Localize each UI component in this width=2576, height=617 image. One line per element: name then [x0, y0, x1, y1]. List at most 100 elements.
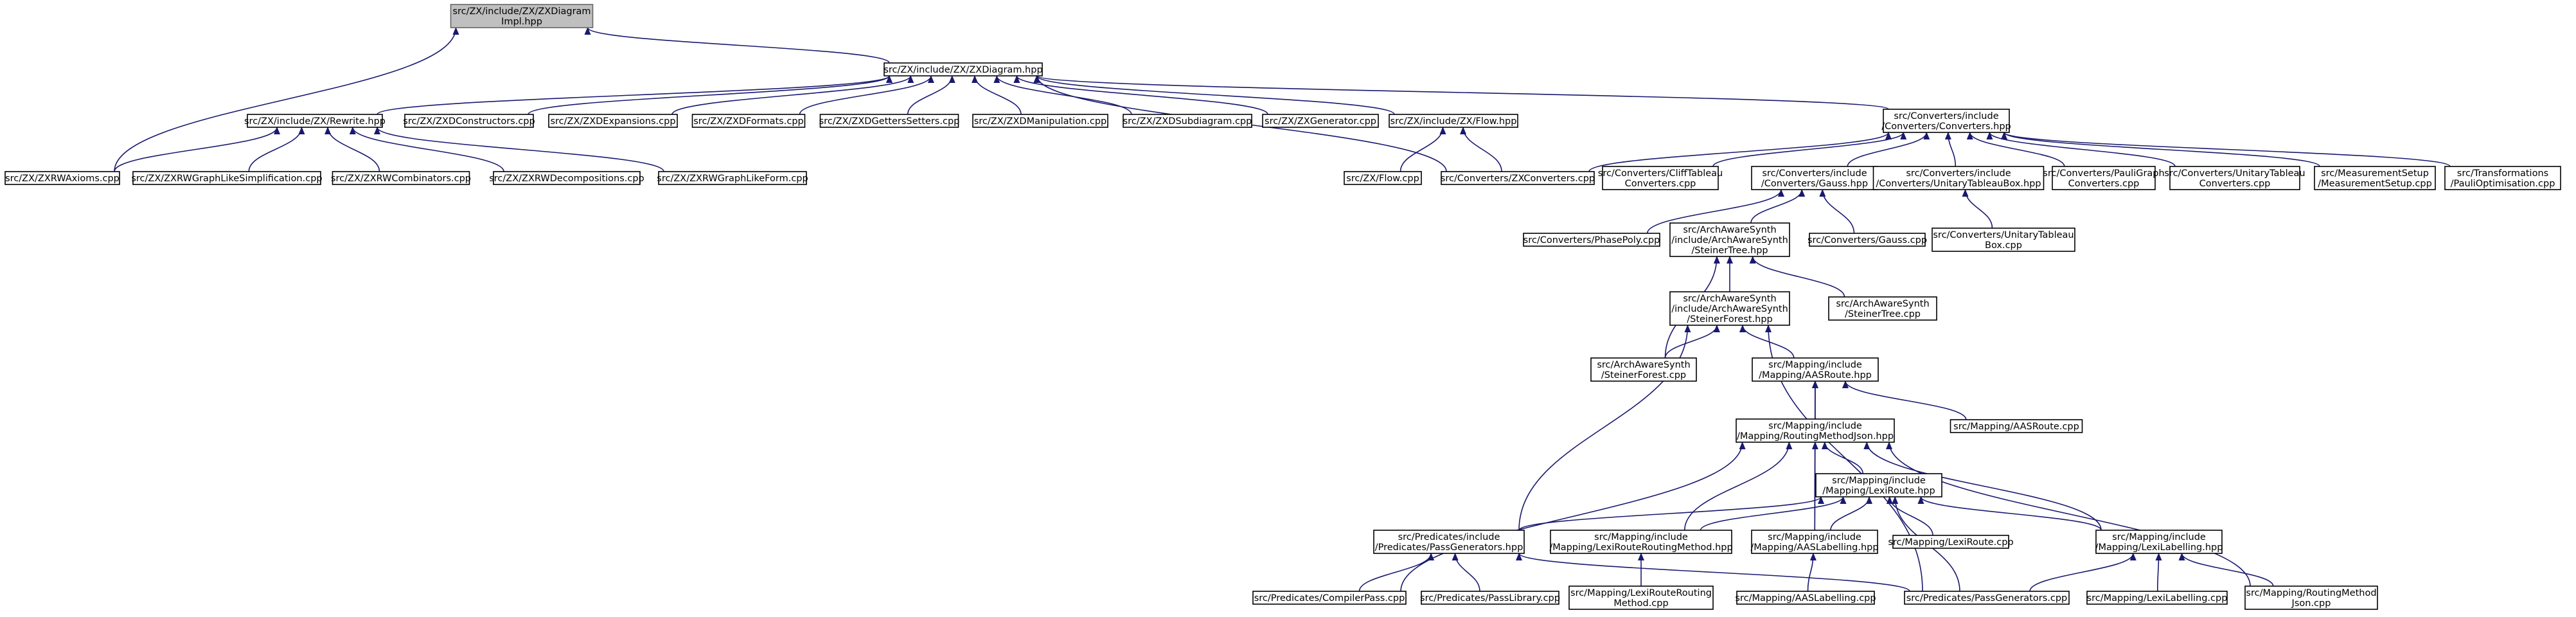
node-label-line: src/ArchAwareSynth — [1836, 299, 1929, 309]
node-zxd-getters[interactable]: src/ZX/ZXDGettersSetters.cpp — [819, 114, 960, 128]
edge-unitarytableau_conv-to-converters_hpp — [1986, 132, 2176, 167]
node-converters-hpp[interactable]: src/Converters/include/Converters/Conver… — [1881, 109, 2011, 133]
node-box — [1123, 114, 1252, 128]
node-aaslabelling-hpp[interactable]: src/Mapping/include/Mapping/AASLabelling… — [1750, 530, 1879, 554]
node-phasepoly-cpp[interactable]: src/Converters/PhasePoly.cpp — [1523, 233, 1660, 247]
node-measurementsetup[interactable]: src/MeasurementSetup/MeasurementSetup.cp… — [2314, 166, 2436, 190]
node-zxd-constructors[interactable]: src/ZX/ZXDConstructors.cpp — [403, 114, 535, 128]
node-gauss-hpp[interactable]: src/Converters/include/Converters/Gauss.… — [1751, 166, 1878, 190]
node-label-line: src/ZX/Flow.cpp — [1346, 174, 1419, 184]
node-box — [1736, 591, 1875, 605]
node-zxd-formats[interactable]: src/ZX/ZXDFormats.cpp — [691, 114, 806, 128]
node-label-line: /PauliOptimisation.cpp — [2451, 179, 2555, 189]
node-zxconverters-cpp[interactable]: src/Converters/ZXConverters.cpp — [1441, 171, 1595, 185]
node-box — [2314, 166, 2436, 190]
node-label-line: src/Predicates/include — [1398, 532, 1500, 542]
node-zxrw-graphlike-simpl[interactable]: src/ZX/ZXRWGraphLikeSimplification.cpp — [131, 171, 323, 185]
edge-aasroute_hpp-to-steinerforest_hpp — [1739, 325, 1795, 359]
node-lexiroute-cpp[interactable]: src/Mapping/LexiRoute.cpp — [1888, 535, 2014, 549]
node-box — [1815, 473, 1942, 497]
node-zxrw-graphlikeform[interactable]: src/ZX/ZXRWGraphLikeForm.cpp — [657, 171, 808, 185]
node-zxdiagram-hpp[interactable]: src/ZX/include/ZX/ZXDiagram.hpp — [884, 62, 1043, 76]
node-zxd-manipulation[interactable]: src/ZX/ZXDManipulation.cpp — [972, 114, 1108, 128]
node-passgenerators-cpp[interactable]: src/Predicates/PassGenerators.cpp — [1904, 591, 2070, 605]
node-label-line: src/ArchAwareSynth — [1683, 294, 1776, 304]
node-zxrw-combinators[interactable]: src/ZX/ZXRWCombinators.cpp — [331, 171, 471, 185]
node-box — [1950, 419, 2083, 433]
edge-passgenerators_hpp-to-lexiroute_hpp — [1518, 496, 1824, 531]
node-steinertree-hpp[interactable]: src/ArchAwareSynth/include/ArchAwareSynt… — [1669, 222, 1790, 257]
node-aaslabelling-cpp[interactable]: src/Mapping/AASLabelling.cpp — [1735, 591, 1876, 605]
node-zxd-subdiagram[interactable]: src/ZX/ZXDSubdiagram.cpp — [1123, 114, 1252, 128]
node-steinerforest-cpp[interactable]: src/ArchAwareSynth/SteinerForest.cpp — [1590, 357, 1697, 382]
node-box — [548, 114, 678, 128]
edge-zxconverters_cpp-to-converters_hpp — [1588, 132, 1892, 172]
edge-pauligraph_conv-to-converters_hpp — [1966, 132, 2065, 167]
node-paulioptimisation[interactable]: src/Transformations/PauliOptimisation.cp… — [2444, 166, 2561, 190]
node-utb-hpp[interactable]: src/Converters/include/Converters/Unitar… — [1872, 166, 2045, 190]
node-zx-generator[interactable]: src/ZX/ZXGenerator.cpp — [1262, 114, 1379, 128]
node-label-line: /Mapping/LexiLabelling.hpp — [2095, 542, 2223, 553]
node-label-line: /MeasurementSetup.cpp — [2318, 179, 2432, 189]
edge-gauss_hpp-to-converters_hpp — [1847, 132, 1930, 167]
node-box — [691, 114, 806, 128]
node-rewrite-hpp[interactable]: src/ZX/include/ZX/Rewrite.hpp — [244, 114, 386, 128]
node-label-line: src/ZX/ZXRWAxioms.cpp — [5, 174, 120, 184]
node-passlibrary-cpp[interactable]: src/Predicates/PassLibrary.cpp — [1420, 591, 1560, 605]
node-aasroute-hpp[interactable]: src/Mapping/include/Mapping/AASRoute.hpp — [1752, 357, 1879, 382]
edge-zxd_expansions-to-zxdiagram_hpp — [671, 75, 914, 115]
node-label-line: src/Converters/CliffTableau — [1598, 168, 1723, 179]
edge-clifftableau_conv-to-converters_hpp — [1712, 132, 1907, 167]
node-lexiroutingmethod-hpp[interactable]: src/Mapping/include/Mapping/LexiRouteRou… — [1549, 530, 1733, 554]
node-label-line: /include/ArchAwareSynth — [1671, 304, 1788, 314]
node-label-line: src/ZX/ZXDSubdiagram.cpp — [1123, 116, 1252, 127]
node-steinertree-cpp[interactable]: src/ArchAwareSynth/SteinerTree.cpp — [1828, 296, 1937, 321]
node-unitarytableau-conv[interactable]: src/Converters/UnitaryTableauConverters.… — [2164, 166, 2305, 190]
edge-aaslabelling_cpp-to-aaslabelling_hpp — [1807, 553, 1817, 592]
node-routingmethodjson-cpp[interactable]: src/Mapping/RoutingMethodJson.cpp — [2244, 586, 2378, 610]
node-label-line: /SteinerForest.hpp — [1687, 314, 1773, 325]
node-steinerforest-hpp[interactable]: src/ArchAwareSynth/include/ArchAwareSynt… — [1669, 291, 1790, 326]
node-box — [1883, 109, 2010, 133]
node-label-line: src/ZX/ZXDFormats.cpp — [693, 116, 803, 127]
edge-measurementsetup-to-converters_hpp — [2001, 132, 2320, 167]
node-label-line: src/Mapping/RoutingMethod — [2246, 588, 2376, 598]
edge-lexilabelling_hpp-to-lexiroute_hpp — [1917, 496, 2102, 531]
node-label-line: src/Transformations — [2457, 168, 2548, 179]
edge-lexilabelling_cpp-to-lexilabelling_hpp — [2155, 553, 2162, 592]
node-box — [1602, 166, 1719, 190]
node-flow-cpp[interactable]: src/ZX/Flow.cpp — [1344, 171, 1422, 185]
node-box — [884, 62, 1043, 76]
node-passgenerators-hpp[interactable]: src/Predicates/include/Predicates/PassGe… — [1373, 530, 1525, 554]
node-box — [493, 171, 641, 185]
node-label-line: Json.cpp — [2291, 598, 2331, 609]
node-label-line: src/Mapping/LexiRoute.cpp — [1888, 537, 2013, 548]
node-zxd-expansions[interactable]: src/ZX/ZXDExpansions.cpp — [548, 114, 678, 128]
node-lexiroute-hpp[interactable]: src/Mapping/include/Mapping/LexiRoute.hp… — [1815, 473, 1942, 497]
node-box — [1736, 418, 1895, 443]
node-aasroute-cpp[interactable]: src/Mapping/AASRoute.cpp — [1950, 419, 2083, 433]
node-lexiroutingmethod-cpp[interactable]: src/Mapping/LexiRouteRoutingMethod.cpp — [1568, 586, 1714, 610]
node-routingmethodjson-hpp[interactable]: src/Mapping/include/Mapping/RoutingMetho… — [1736, 418, 1895, 443]
node-label-line: /Converters/Converters.hpp — [1881, 121, 2011, 132]
node-gauss-cpp[interactable]: src/Converters/Gauss.cpp — [1808, 233, 1927, 247]
node-label-line: /Mapping/LexiRouteRoutingMethod.hpp — [1549, 542, 1732, 553]
node-zxrw-axioms[interactable]: src/ZX/ZXRWAxioms.cpp — [4, 171, 120, 185]
node-lexilabelling-hpp[interactable]: src/Mapping/include/Mapping/LexiLabellin… — [2095, 530, 2223, 554]
node-flow-hpp[interactable]: src/ZX/include/ZX/Flow.hpp — [1389, 114, 1518, 128]
node-box — [1892, 535, 2009, 549]
node-box — [247, 114, 383, 128]
edge-phasepoly_cpp-to-gauss_hpp — [1646, 189, 1784, 234]
node-label-line: src/ZX/include/ZX/ZXDiagram — [452, 6, 591, 17]
node-clifftableau-conv[interactable]: src/Converters/CliffTableauConverters.cp… — [1598, 166, 1723, 190]
node-label-line: src/Converters/Gauss.cpp — [1808, 235, 1927, 246]
node-lexilabelling-cpp[interactable]: src/Mapping/LexiLabelling.cpp — [2086, 591, 2228, 605]
dependency-edges — [114, 27, 2451, 592]
node-label-line: src/ZX/ZXDGettersSetters.cpp — [819, 116, 960, 127]
node-compilerpass-cpp[interactable]: src/Predicates/CompilerPass.cpp — [1252, 591, 1407, 605]
node-label-line: Converters.cpp — [2199, 179, 2271, 189]
node-zxrw-decompositions[interactable]: src/ZX/ZXRWDecompositions.cpp — [489, 171, 644, 185]
edge-lexilabelling_hpp-to-routingmethodjson_hpp — [1863, 442, 2102, 531]
node-utb-cpp[interactable]: src/Converters/UnitaryTableauBox.cpp — [1932, 228, 2075, 252]
